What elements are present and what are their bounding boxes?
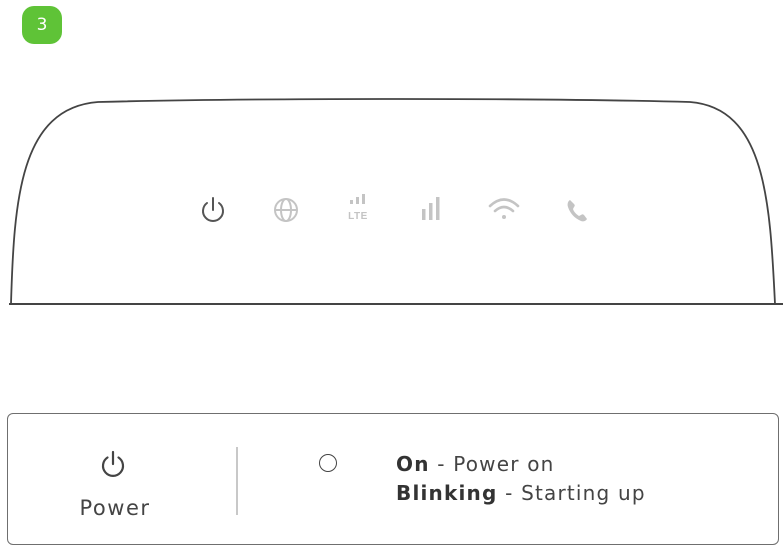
internet-globe-icon: [274, 198, 298, 222]
signal-strength-icon: [422, 197, 440, 220]
phone-icon: [567, 200, 587, 222]
wifi-icon: [488, 198, 520, 219]
state-separator: -: [429, 452, 454, 476]
power-icon: [202, 197, 224, 222]
state-row-on: On - Power on: [396, 452, 555, 476]
legend-power-label: Power: [79, 496, 151, 520]
state-row-blinking: Blinking - Starting up: [396, 481, 646, 505]
state-description: Starting up: [521, 481, 646, 505]
power-icon: [101, 450, 125, 477]
state-description: Power on: [453, 452, 555, 476]
svg-text:LTE: LTE: [348, 211, 368, 222]
state-separator: -: [497, 481, 522, 505]
led-legend-panel: Power On - Power on Blinking - Starting …: [7, 413, 779, 545]
lte-icon: LTE: [348, 194, 368, 222]
state-name: On: [396, 452, 430, 476]
divider: [236, 447, 238, 515]
state-name: Blinking: [396, 481, 498, 505]
router-front-panel: LTE: [9, 98, 783, 305]
step-number-badge: 3: [22, 6, 62, 44]
led-state-circle-icon: [319, 454, 337, 472]
